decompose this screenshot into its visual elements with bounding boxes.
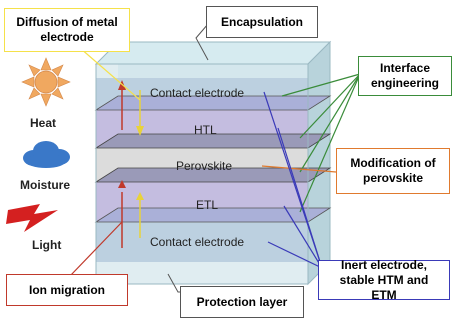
inert-connector-4 [267, 241, 323, 269]
layer-label-htl: HTL [194, 123, 217, 137]
ion-connector [69, 221, 123, 277]
interface-connector-1 [281, 73, 361, 97]
stressor-label-moisture: Moisture [20, 178, 71, 192]
layer-label-perovskite: Perovskite [176, 159, 233, 173]
encapsulation-right-side [307, 40, 331, 286]
layer-contact-bottom [96, 222, 308, 262]
yellow-arrow-top-head [136, 126, 144, 136]
diffusion-connector [79, 47, 141, 101]
callout-encapsulation: Encapsulation [206, 6, 318, 38]
encapsulation-connector [195, 23, 209, 61]
callout-interface-engineering: Interface engineering [358, 56, 452, 96]
cloud-icon [23, 141, 70, 168]
modification-connector [261, 165, 337, 173]
yellow-arrow-bottom-head [136, 192, 144, 200]
layer-label-etl: ETL [196, 198, 219, 212]
interface-connector-2 [299, 73, 361, 139]
stressor-label-heat: Heat [30, 116, 57, 130]
interface-connector-4 [299, 73, 361, 213]
interface-plane-3 [94, 167, 332, 183]
inert-connector-3 [283, 205, 323, 269]
sun-icon [21, 57, 71, 107]
encapsulation-top [94, 41, 332, 65]
inert-connector-2 [277, 127, 323, 269]
lightning-icon [6, 204, 58, 232]
callout-inert-electrode: Inert electrode, stable HTM and ETM [318, 258, 450, 302]
callout-modification: Modification of perovskite [336, 148, 450, 194]
red-arrow-bottom-head [118, 180, 126, 188]
interface-plane-1 [94, 95, 332, 111]
interface-plane-2 [94, 133, 332, 149]
interface-connector-3 [299, 73, 361, 173]
layer-label-contact-bottom: Contact electrode [150, 235, 245, 249]
callout-diffusion: Diffusion of metal electrode [4, 8, 130, 52]
layer-label-contact-top: Contact electrode [150, 86, 245, 100]
encapsulation-outline [95, 63, 309, 285]
interface-plane-4 [94, 207, 332, 223]
callout-ion-migration: Ion migration [6, 274, 128, 306]
callout-protection-layer: Protection layer [180, 286, 304, 318]
stressor-label-light: Light [32, 238, 62, 252]
